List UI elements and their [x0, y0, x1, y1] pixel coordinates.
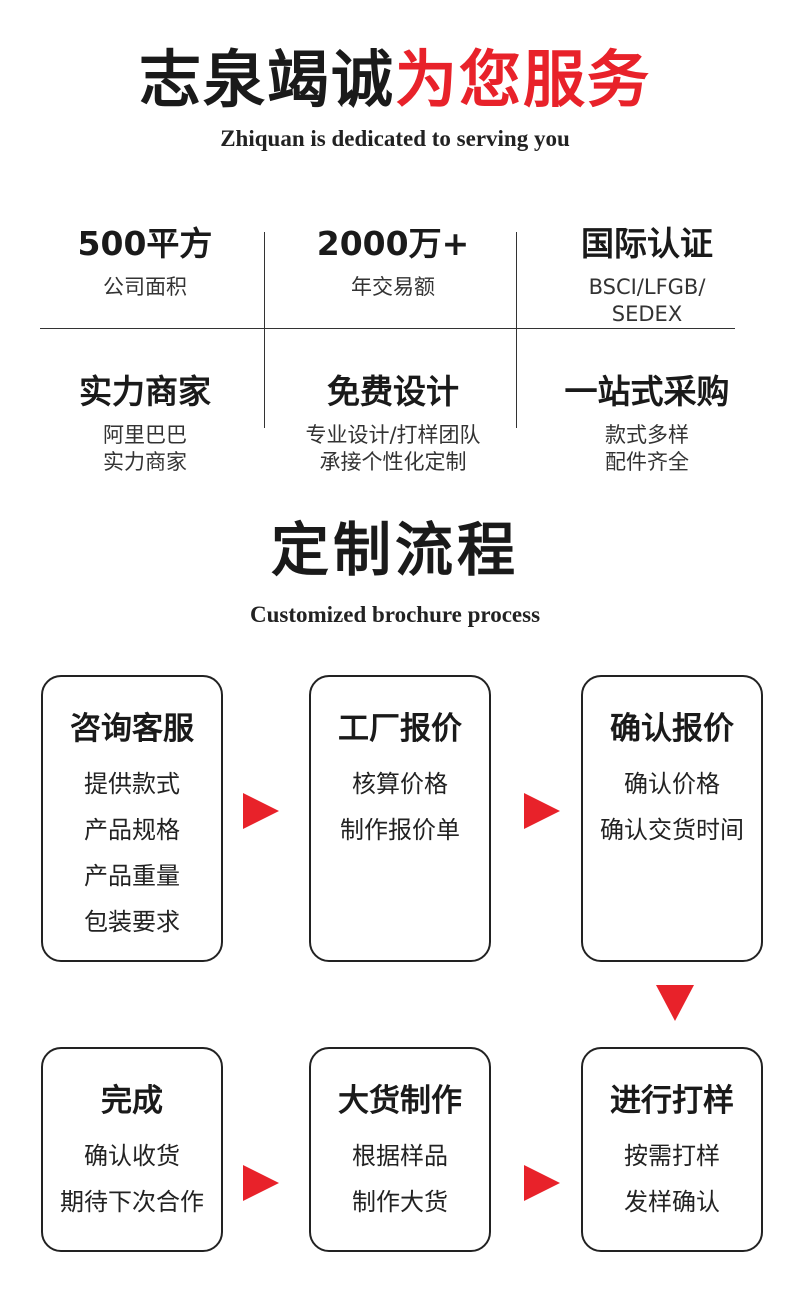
stat-area: 500平方 公司面积: [30, 222, 260, 301]
step-item: 确认收货: [84, 1142, 180, 1170]
stat-desc-line: BSCI/LFGB/: [588, 275, 706, 299]
step-title: 咨询客服: [70, 711, 194, 747]
step-items: 确认价格 确认交货时间: [583, 761, 761, 853]
process-step-confirm: 确认报价 确认价格 确认交货时间: [581, 675, 763, 962]
arrow-right-icon: [243, 793, 279, 829]
stat-value: 免费设计: [327, 372, 459, 411]
step-item: 制作大货: [352, 1188, 448, 1216]
stat-desc-line: 阿里巴巴: [103, 423, 187, 447]
stat-certification: 国际认证 BSCI/LFGB/ SEDEX: [532, 222, 762, 328]
stat-desc-line: 款式多样: [605, 423, 689, 447]
title-red-part: 为您服务: [395, 43, 652, 116]
stat-value: 实力商家: [79, 372, 211, 411]
step-title: 工厂报价: [338, 711, 462, 747]
stat-value: 500平方: [77, 224, 213, 263]
arrow-down-icon: [656, 985, 694, 1021]
stat-desc: 款式多样 配件齐全: [532, 422, 762, 476]
step-item: 按需打样: [624, 1142, 720, 1170]
process-step-sampling: 进行打样 按需打样 发样确认: [581, 1047, 763, 1252]
step-item: 提供款式: [84, 770, 180, 798]
step-item: 产品重量: [84, 862, 180, 890]
stat-desc-line: 年交易额: [351, 275, 435, 299]
stat-desc-line: 配件齐全: [605, 450, 689, 474]
step-item: 根据样品: [352, 1142, 448, 1170]
stat-desc: 阿里巴巴 实力商家: [30, 422, 260, 476]
arrow-right-icon: [243, 1165, 279, 1201]
stat-desc: BSCI/LFGB/ SEDEX: [532, 274, 762, 328]
step-item: 制作报价单: [340, 816, 460, 844]
title-black-part: 志泉竭诚: [138, 43, 395, 116]
step-item: 产品规格: [84, 816, 180, 844]
arrow-right-icon: [524, 793, 560, 829]
stat-desc: 年交易额: [278, 274, 508, 301]
process-subtitle: Customized brochure process: [249, 602, 541, 627]
divider-vertical: [516, 232, 517, 428]
process-step-quote: 工厂报价 核算价格 制作报价单: [309, 675, 491, 962]
stat-desc: 公司面积: [30, 274, 260, 301]
process-step-done: 完成 确认收货 期待下次合作: [41, 1047, 223, 1252]
step-item: 发样确认: [624, 1188, 720, 1216]
page-subtitle: Zhiquan is dedicated to serving you: [220, 126, 570, 151]
step-item: 期待下次合作: [60, 1188, 204, 1216]
stat-desc-line: 专业设计/打样团队: [305, 423, 481, 447]
stat-desc-line: 实力商家: [103, 450, 187, 474]
stat-desc-line: 公司面积: [103, 275, 187, 299]
step-item: 核算价格: [352, 770, 448, 798]
stat-turnover: 2000万+ 年交易额: [278, 222, 508, 301]
step-title: 进行打样: [610, 1083, 734, 1119]
stat-desc-line: 承接个性化定制: [319, 450, 467, 474]
stat-one-stop: 一站式采购 款式多样 配件齐全: [532, 370, 762, 476]
stat-value: 国际认证: [581, 224, 713, 263]
stat-value: 2000万+: [316, 224, 470, 263]
step-title: 大货制作: [338, 1083, 462, 1119]
step-items: 确认收货 期待下次合作: [43, 1133, 221, 1225]
step-item: 包装要求: [84, 908, 180, 936]
stat-desc: 专业设计/打样团队 承接个性化定制: [278, 422, 508, 476]
process-title: 定制流程: [270, 516, 519, 584]
divider-vertical: [264, 232, 265, 428]
page-title: 志泉竭诚为您服务: [0, 40, 790, 120]
stat-merchant: 实力商家 阿里巴巴 实力商家: [30, 370, 260, 476]
divider-horizontal: [40, 328, 735, 329]
step-title: 确认报价: [610, 711, 734, 747]
process-step-consult: 咨询客服 提供款式 产品规格 产品重量 包装要求: [41, 675, 223, 962]
step-items: 按需打样 发样确认: [583, 1133, 761, 1225]
stat-desc-line: SEDEX: [611, 302, 683, 326]
stat-value: 一站式采购: [564, 372, 730, 411]
step-title: 完成: [101, 1083, 163, 1119]
stat-free-design: 免费设计 专业设计/打样团队 承接个性化定制: [278, 370, 508, 476]
step-item: 确认价格: [624, 770, 720, 798]
step-items: 提供款式 产品规格 产品重量 包装要求: [43, 761, 221, 945]
step-items: 根据样品 制作大货: [311, 1133, 489, 1225]
step-items: 核算价格 制作报价单: [311, 761, 489, 853]
process-step-production: 大货制作 根据样品 制作大货: [309, 1047, 491, 1252]
step-item: 确认交货时间: [600, 816, 744, 844]
arrow-right-icon: [524, 1165, 560, 1201]
